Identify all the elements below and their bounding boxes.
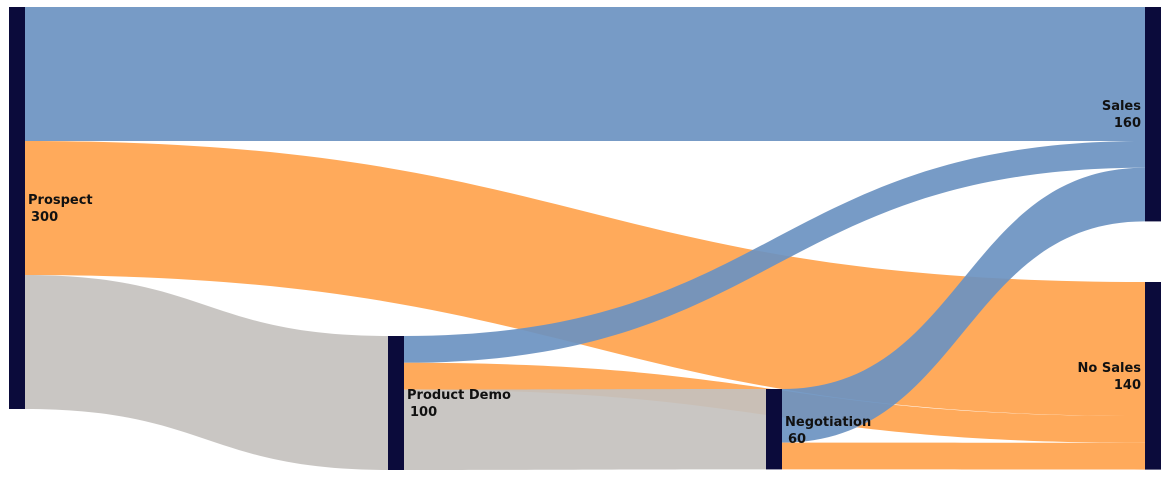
link-prospect-to-sales (25, 7, 1145, 141)
node-sales (1145, 7, 1161, 222)
link-product_demo-to-sales (404, 141, 1145, 363)
sankey-links (25, 7, 1145, 470)
sankey-nodes (9, 7, 1161, 470)
node-value-prospect: 300 (31, 210, 58, 225)
node-label-prospect: Prospect 300 (28, 193, 93, 225)
link-negotiation-to-sales (782, 167, 1145, 443)
node-no_sales (1145, 282, 1161, 470)
link-product_demo-to-negotiation (404, 389, 766, 470)
node-value-no_sales: 140 (1114, 378, 1141, 393)
node-product_demo (388, 336, 404, 470)
node-value-negotiation: 60 (788, 432, 806, 447)
node-name-product_demo: Product Demo (407, 388, 511, 403)
node-name-no_sales: No Sales (1078, 361, 1142, 376)
node-name-negotiation: Negotiation (785, 415, 871, 430)
link-prospect-to-product_demo (25, 275, 388, 470)
node-value-sales: 160 (1114, 116, 1141, 131)
link-negotiation-to-no_sales (782, 442, 1145, 470)
node-label-sales: Sales 160 (1102, 99, 1141, 131)
node-prospect (9, 7, 25, 409)
node-label-product_demo: Product Demo 100 (407, 388, 511, 420)
node-value-product_demo: 100 (410, 405, 437, 420)
node-name-prospect: Prospect (28, 193, 93, 208)
node-label-negotiation: Negotiation 60 (785, 415, 871, 447)
node-name-sales: Sales (1102, 99, 1141, 114)
link-prospect-to-no_sales (25, 141, 1145, 416)
node-label-no_sales: No Sales 140 (1078, 361, 1142, 393)
node-negotiation (766, 389, 782, 470)
